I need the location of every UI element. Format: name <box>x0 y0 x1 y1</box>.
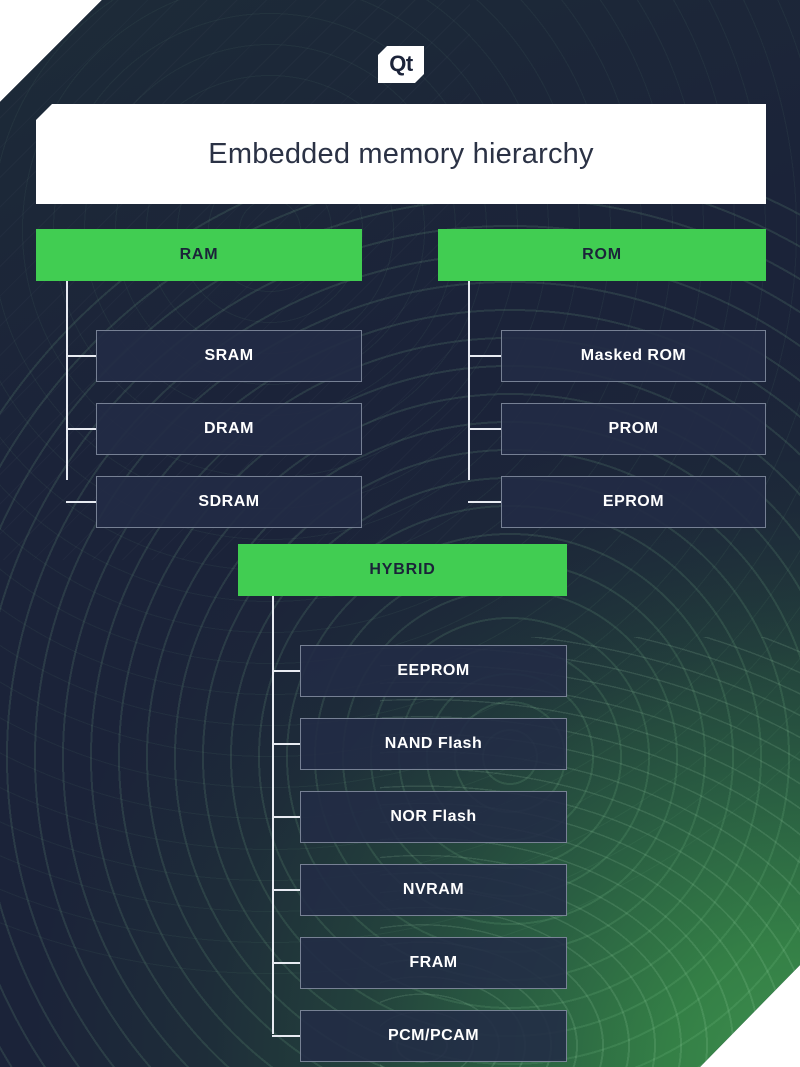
qt-logo: Qt <box>378 46 424 83</box>
node-label: NVRAM <box>402 881 465 898</box>
branch-head-label: HYBRID <box>369 561 436 578</box>
connector-stub <box>272 962 300 964</box>
connector-stub <box>66 428 96 430</box>
connector-spine-hybrid <box>272 596 274 1034</box>
node-masked-rom[interactable]: Masked ROM <box>501 330 766 382</box>
connector-stub <box>468 501 501 503</box>
node-nvram[interactable]: NVRAM <box>300 864 567 916</box>
page-title: Embedded memory hierarchy <box>208 137 594 170</box>
branch-head-hybrid[interactable]: HYBRID <box>238 544 567 596</box>
node-label: PROM <box>608 420 659 437</box>
branch-head-label: ROM <box>582 246 622 263</box>
connector-spine-rom <box>468 281 470 480</box>
node-label: EEPROM <box>397 662 470 679</box>
branch-head-rom[interactable]: ROM <box>438 229 766 281</box>
node-dram[interactable]: DRAM <box>96 403 362 455</box>
node-prom[interactable]: PROM <box>501 403 766 455</box>
connector-stub <box>272 670 300 672</box>
node-fram[interactable]: FRAM <box>300 937 567 989</box>
node-nor-flash[interactable]: NOR Flash <box>300 791 567 843</box>
connector-stub <box>66 501 96 503</box>
node-eprom[interactable]: EPROM <box>501 476 766 528</box>
node-label: NAND Flash <box>384 735 483 752</box>
node-pcm-pcam[interactable]: PCM/PCAM <box>300 1010 567 1062</box>
node-label: SDRAM <box>198 493 260 510</box>
node-label: DRAM <box>204 420 254 437</box>
connector-stub <box>468 355 501 357</box>
node-nand-flash[interactable]: NAND Flash <box>300 718 567 770</box>
node-eeprom[interactable]: EEPROM <box>300 645 567 697</box>
connector-stub <box>468 428 501 430</box>
node-sram[interactable]: SRAM <box>96 330 362 382</box>
node-label: NOR Flash <box>390 808 477 825</box>
connector-stub <box>272 1035 300 1037</box>
branch-head-label: RAM <box>179 246 219 263</box>
node-label: Masked ROM <box>580 347 687 364</box>
node-sdram[interactable]: SDRAM <box>96 476 362 528</box>
connector-stub <box>272 889 300 891</box>
node-label: PCM/PCAM <box>387 1027 480 1044</box>
node-label: FRAM <box>409 954 458 971</box>
node-label: EPROM <box>602 493 665 510</box>
connector-stub <box>272 816 300 818</box>
connector-spine-ram <box>66 281 68 480</box>
branch-head-ram[interactable]: RAM <box>36 229 362 281</box>
connector-stub <box>272 743 300 745</box>
title-card: Embedded memory hierarchy <box>36 104 766 204</box>
branch-ram: RAM SRAM DRAM SDRAM <box>36 229 376 528</box>
connector-stub <box>66 355 96 357</box>
background-wave-texture <box>380 637 800 1067</box>
node-label: SRAM <box>204 347 254 364</box>
branch-hybrid: HYBRID EEPROM NAND Flash NOR Flash NVRAM… <box>238 544 568 1062</box>
qt-logo-text: Qt <box>389 50 413 76</box>
branch-rom: ROM Masked ROM PROM EPROM <box>438 229 768 528</box>
